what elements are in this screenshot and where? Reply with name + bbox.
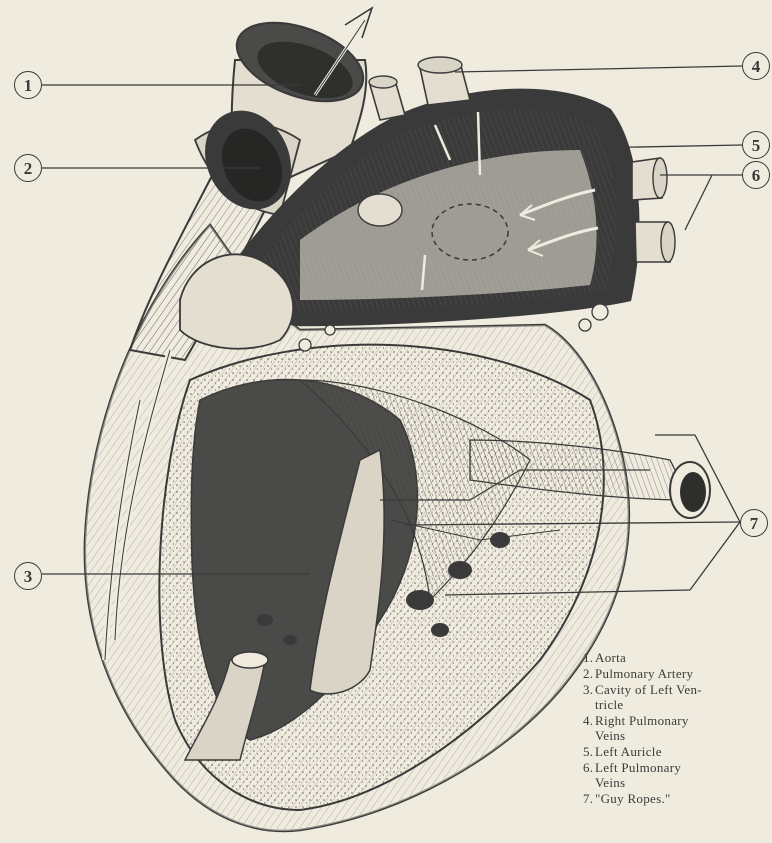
legend-item: 7."Guy Ropes." xyxy=(583,791,772,806)
legend-item: 2.Pulmonary Artery xyxy=(583,666,772,681)
callout-4: 4 xyxy=(742,52,770,80)
legend: 1.Aorta 2.Pulmonary Artery 3.Cavity of L… xyxy=(583,650,772,807)
legend-item: 1.Aorta xyxy=(583,650,772,665)
callout-3: 3 xyxy=(14,562,42,590)
legend-item: 6.Left Pulmonary Veins xyxy=(583,760,772,790)
legend-item: 4.Right Pulmonary Veins xyxy=(583,713,772,743)
legend-item: 3.Cavity of Left Ven- tricle xyxy=(583,682,772,712)
callout-6: 6 xyxy=(742,161,770,189)
callout-1: 1 xyxy=(14,71,42,99)
legend-item: 5.Left Auricle xyxy=(583,744,772,759)
callout-7: 7 xyxy=(740,509,768,537)
callout-2: 2 xyxy=(14,154,42,182)
callout-5: 5 xyxy=(742,131,770,159)
